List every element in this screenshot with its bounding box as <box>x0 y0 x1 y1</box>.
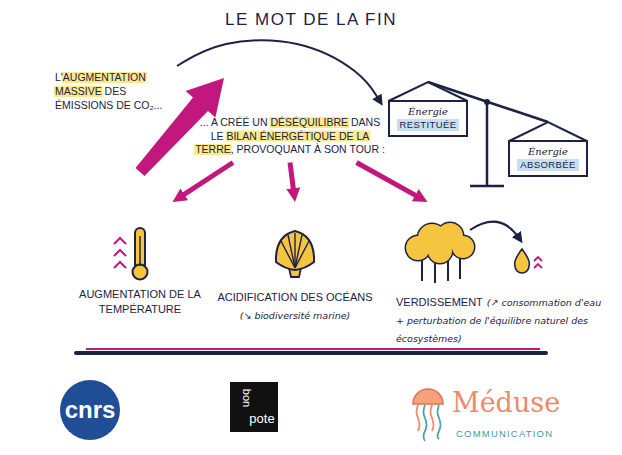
energy-pan: ÉnergieABSORBÉE <box>508 140 587 177</box>
highlights <box>54 72 370 155</box>
node-heading: Énergie <box>397 105 460 118</box>
tree-crown <box>428 239 452 263</box>
jellyfish-logo <box>413 389 443 404</box>
shell-icon <box>276 231 314 270</box>
logo-text: Méduse <box>452 387 560 418</box>
rise-chevron <box>534 257 542 261</box>
jellyfish-tentacle <box>431 405 434 431</box>
cause-text: L'AUGMENTATION MASSIVE DES ÉMISSIONS DE … <box>55 70 173 112</box>
node-note: RESTITUÉE <box>397 119 460 131</box>
pan-hanger <box>509 122 586 141</box>
diagram-title: LE MOT DE LA FIN <box>0 10 622 30</box>
logo-text: pote <box>249 412 274 427</box>
connector-arrow <box>179 163 233 198</box>
consequence-item: ACIDIFICATION DES OCÉANS (↘ biodiversité … <box>202 205 388 323</box>
shell-ridges <box>281 233 309 268</box>
logo-text: cnrs <box>65 396 116 424</box>
thermometer-scale <box>139 236 141 266</box>
jellyfish-tentacle <box>438 405 441 439</box>
connector-arrow <box>357 163 421 199</box>
shell-ridge <box>295 235 302 268</box>
pan-hanger <box>389 82 468 101</box>
connector-arrow <box>290 163 294 195</box>
consequence-item: AUGMENTATION DE LA TEMPÉRATURE <box>75 205 205 317</box>
node-heading: Énergie <box>517 145 578 158</box>
shell-ridge <box>281 241 295 268</box>
node-heading: AUGMENTATION DE LA TEMPÉRATURE <box>75 287 205 317</box>
thermometer-bulb <box>133 265 148 280</box>
thermometer-icon <box>135 228 145 270</box>
separator-accent <box>86 348 540 350</box>
node-note: (↘ biodiversité marine) <box>202 309 388 323</box>
shell-ridge <box>295 241 309 268</box>
balance-pivot <box>484 99 490 105</box>
jellyfish-tentacle <box>417 405 420 431</box>
connector-arrow <box>177 40 379 100</box>
flow-arrow <box>470 222 519 238</box>
bonpote-logo <box>230 382 278 432</box>
separator-line <box>76 351 546 355</box>
energy-pan: ÉnergieRESTITUÉE <box>388 100 469 137</box>
connectors <box>177 40 421 198</box>
logo-text: COMMUNICATION <box>456 429 553 440</box>
balance-base <box>470 185 504 188</box>
cnrs-logo <box>60 380 120 440</box>
rise-chevron <box>114 250 126 256</box>
node-note: ABSORBÉE <box>517 159 578 171</box>
rise-chevron <box>114 238 126 244</box>
shell-ridge <box>288 235 295 268</box>
rise-chevron <box>114 262 126 268</box>
balance-stand <box>486 102 489 186</box>
consequence-item: VERDISSEMENT(↗ consommation d'eau + pert… <box>396 205 606 346</box>
rise-chevron <box>534 264 542 268</box>
effect-text: ... A CRÉÉ UN DÉSÉQUILIBRE DANS LE BILAN… <box>195 116 385 157</box>
pan-hangers <box>389 82 587 141</box>
logo-text: bon <box>241 389 254 407</box>
water-drop-icon <box>515 249 530 273</box>
tree-crowns <box>406 223 474 263</box>
node-heading: L'AUGMENTATION MASSIVE DES ÉMISSIONS DE … <box>55 70 173 112</box>
node-heading: ACIDIFICATION DES OCÉANS <box>202 290 388 305</box>
tree-outline <box>405 222 476 265</box>
node-heading: VERDISSEMENT <box>396 296 483 308</box>
jellyfish-tentacles <box>417 405 441 441</box>
tree-crown <box>452 236 474 258</box>
jellyfish-tentacle <box>424 405 427 441</box>
node-heading: ... A CRÉÉ UN DÉSÉQUILIBRE DANS LE BILAN… <box>195 116 385 157</box>
